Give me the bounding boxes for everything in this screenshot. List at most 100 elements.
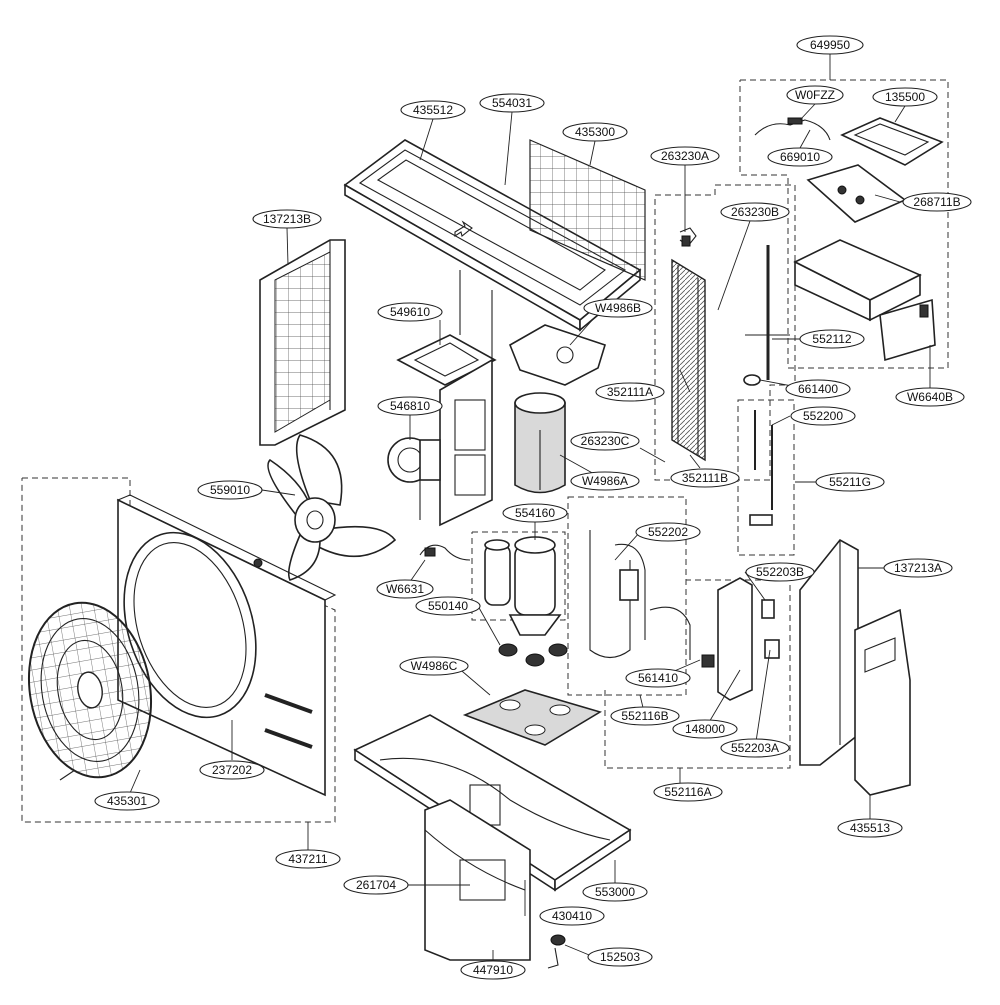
- callout-55211G: 55211G: [815, 472, 885, 492]
- callout-261704: 261704: [343, 875, 409, 895]
- drain-plug: [547, 934, 566, 969]
- callout-435301: 435301: [94, 791, 160, 811]
- label-661400: 661400: [798, 382, 838, 396]
- callout-661400: 661400: [785, 379, 851, 399]
- label-55211G: 55211G: [829, 475, 871, 489]
- callout-W0FZZ: W0FZZ: [786, 85, 844, 105]
- callout-552116A: 552116A: [653, 782, 723, 802]
- label-550140: 550140: [428, 599, 468, 613]
- callout-263230C: 263230C: [570, 431, 640, 451]
- label-649950: 649950: [810, 38, 850, 52]
- callout-553000: 553000: [582, 882, 648, 902]
- label-W4986A: W4986A: [582, 474, 628, 488]
- callout-435512: 435512: [400, 100, 466, 120]
- label-352111B: 352111B: [682, 471, 728, 485]
- compressor: [484, 536, 568, 667]
- label-W4986C: W4986C: [411, 659, 458, 673]
- fan-guard: [27, 601, 153, 781]
- label-430410: 430410: [552, 909, 592, 923]
- group-box-piping-assembly: [604, 579, 791, 769]
- label-W4986B: W4986B: [595, 301, 641, 315]
- callout-W6640B: W6640B: [895, 387, 965, 407]
- label-268711B: 268711B: [913, 195, 960, 209]
- label-552116B: 552116B: [621, 709, 668, 723]
- label-137213A: 137213A: [894, 561, 942, 575]
- label-152503: 152503: [600, 950, 640, 964]
- base-insulation: [462, 689, 602, 746]
- label-554031: 554031: [492, 96, 532, 110]
- callout-263230B: 263230B: [720, 202, 790, 222]
- service-valves-small: [761, 599, 780, 659]
- group-box-compressor: [471, 531, 566, 621]
- corner-cover: [854, 608, 911, 796]
- label-546810: 546810: [390, 399, 430, 413]
- wire-harness: [419, 544, 471, 561]
- callout-447910: 447910: [460, 960, 526, 980]
- callout-552200: 552200: [790, 406, 856, 426]
- front-panel: [116, 494, 337, 797]
- label-553000: 553000: [595, 885, 635, 899]
- group-box-front-panel: [21, 477, 336, 823]
- callout-W4986C: W4986C: [399, 656, 469, 676]
- callout-552112: 552112: [799, 329, 865, 349]
- control-box-cover: [840, 117, 944, 166]
- group-box-valve-assembly: [737, 399, 795, 556]
- callout-W4986A: W4986A: [570, 471, 640, 491]
- capillary-pipe: [745, 245, 790, 380]
- callout-559010: 559010: [197, 480, 263, 500]
- callout-137213A: 137213A: [883, 558, 953, 578]
- group-box-four-way-valve: [567, 496, 687, 696]
- label-552116A: 552116A: [664, 785, 711, 799]
- callout-137213B: 137213B: [252, 209, 322, 229]
- label-552200: 552200: [803, 409, 843, 423]
- callout-152503: 152503: [587, 947, 653, 967]
- fan-motor: [387, 437, 441, 520]
- service-valve-assembly: [749, 410, 773, 526]
- callout-546810: 546810: [377, 396, 443, 416]
- label-137213B: 137213B: [263, 212, 311, 226]
- label-435301: 435301: [107, 794, 147, 808]
- label-148000: 148000: [685, 722, 725, 736]
- callout-552203A: 552203A: [720, 738, 790, 758]
- noise-filter: [754, 117, 831, 141]
- callout-435300: 435300: [562, 122, 628, 142]
- pcb-board: [806, 164, 907, 223]
- callout-W4986B: W4986B: [583, 298, 653, 318]
- insulation-pad-top: [508, 324, 606, 386]
- label-W6640B: W6640B: [907, 390, 953, 404]
- label-435512: 435512: [413, 103, 453, 117]
- control-box-case: [793, 239, 922, 322]
- label-549610: 549610: [390, 305, 430, 319]
- callout-263230A: 263230A: [650, 146, 720, 166]
- sensor-thermistor: [743, 374, 761, 386]
- callout-135500: 135500: [872, 87, 938, 107]
- label-561410: 561410: [638, 671, 678, 685]
- label-552203A: 552203A: [731, 741, 779, 755]
- label-W6631: W6631: [386, 582, 424, 596]
- callout-552202: 552202: [635, 522, 701, 542]
- callout-352111B: 352111B: [670, 468, 740, 488]
- label-552112: 552112: [812, 332, 851, 346]
- group-box-control-box: [739, 79, 949, 369]
- callout-552203B: 552203B: [745, 562, 815, 582]
- callout-550140: 550140: [415, 596, 481, 616]
- label-W0FZZ: W0FZZ: [795, 88, 835, 102]
- rear-grille: [529, 139, 646, 281]
- callout-649950: 649950: [796, 35, 864, 55]
- callout-554031: 554031: [479, 93, 545, 113]
- callout-268711B: 268711B: [902, 192, 972, 212]
- callout-669010: 669010: [767, 147, 833, 167]
- callout-554160: 554160: [502, 503, 568, 523]
- callout-561410: 561410: [625, 668, 691, 688]
- label-263230B: 263230B: [731, 205, 779, 219]
- solenoid-coil: [701, 654, 715, 668]
- condenser-coil: [671, 227, 706, 462]
- callout-430410: 430410: [539, 906, 605, 926]
- label-552203B: 552203B: [756, 565, 804, 579]
- callout-549610: 549610: [377, 302, 443, 322]
- label-669010: 669010: [780, 150, 820, 164]
- label-263230A: 263230A: [661, 149, 709, 163]
- callout-W6631: W6631: [376, 579, 434, 599]
- callout-552116B: 552116B: [610, 706, 680, 726]
